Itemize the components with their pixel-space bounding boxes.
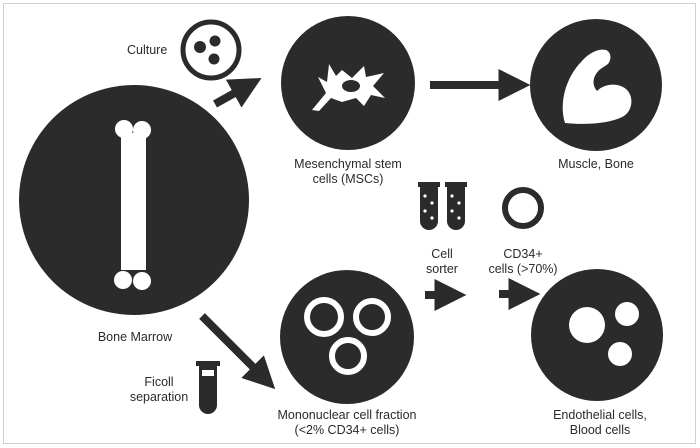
diagram-frame <box>3 3 696 444</box>
sorter-tube-left <box>418 182 440 230</box>
flexed-arm-icon <box>562 49 632 124</box>
sorter-tube-right <box>445 182 467 230</box>
arrow-marrow-to-mononuclear <box>199 313 276 390</box>
blood-cells-icon <box>569 302 639 366</box>
ficoll-label-line2: separation <box>129 390 189 404</box>
endothelial-label-line2: Blood cells <box>569 423 631 437</box>
arrows <box>199 69 541 390</box>
culture-dish-icon <box>180 19 242 81</box>
endothelial-label-line1: Endothelial cells, <box>553 408 647 422</box>
msc-node <box>281 16 415 150</box>
bone-marrow-node <box>19 85 249 315</box>
cd34-label-line1: CD34+ <box>503 247 543 261</box>
cell-sorter-label-line1: Cell <box>431 247 453 261</box>
ficoll-tube-icon <box>196 361 220 414</box>
mononuclear-node <box>280 270 414 404</box>
ficoll-label-line1: Ficoll <box>144 375 174 389</box>
cd34-label: CD34+ cells (>70%) <box>478 247 568 277</box>
mononuclear-cells-icon <box>304 297 391 375</box>
mononuclear-label: Mononuclear cell fraction (<2% CD34+ cel… <box>262 408 432 438</box>
muscle-node <box>530 19 662 151</box>
msc-label: Mesenchymal stem cells (MSCs) <box>278 157 418 187</box>
muscle-bone-label: Muscle, Bone <box>558 157 634 171</box>
cell-ring-icon <box>502 187 544 229</box>
endothelial-label: Endothelial cells, Blood cells <box>545 408 655 438</box>
mononuclear-label-line2: (<2% CD34+ cells) <box>294 423 400 437</box>
cell-sorter-label-line2: sorter <box>426 262 458 276</box>
bone-icon <box>114 120 151 290</box>
mesenchymal-cell-icon <box>312 64 385 111</box>
culture-label: Culture <box>127 43 168 57</box>
arrow-marrow-to-msc <box>213 77 262 108</box>
ficoll-label: Ficoll separation <box>128 375 190 405</box>
endothelial-node <box>531 269 663 401</box>
test-tube-icon <box>418 182 467 230</box>
msc-label-line2: cells (MSCs) <box>312 172 384 186</box>
mononuclear-label-line1: Mononuclear cell fraction <box>277 408 417 422</box>
cd34-label-line2: cells (>70%) <box>488 262 558 276</box>
cell-sorter-label: Cell sorter <box>412 247 472 277</box>
msc-label-line1: Mesenchymal stem <box>294 157 402 171</box>
bone-marrow-label: Bone Marrow <box>97 330 173 344</box>
